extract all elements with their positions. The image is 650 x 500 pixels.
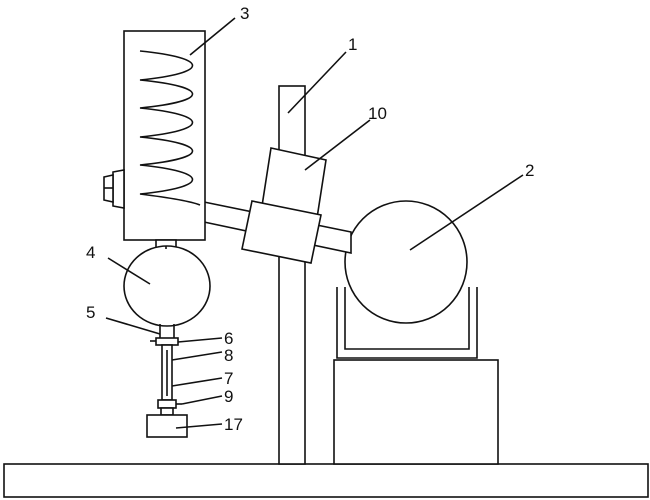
- label-flask-outlet: 5: [86, 303, 95, 322]
- clamp-block: [241, 200, 322, 264]
- leader-1: [287, 51, 347, 114]
- upper-valve: [155, 337, 179, 346]
- leader-17: [175, 423, 223, 429]
- leader-6: [177, 337, 223, 343]
- collection-vessel-neck: [160, 407, 174, 416]
- label-rotary-shaft: 1: [348, 35, 357, 54]
- bath-cradle-inner: [344, 287, 470, 350]
- label-drain-tube-upper: 8: [224, 346, 233, 365]
- label-motor-housing: 10: [368, 104, 387, 123]
- label-condenser: 3: [240, 4, 249, 23]
- leader-7: [171, 377, 223, 387]
- condenser-side-port: [112, 169, 125, 209]
- condenser-body: [123, 30, 206, 241]
- condenser-coil: [139, 50, 201, 206]
- leader-3: [189, 17, 236, 56]
- leader-8: [171, 351, 223, 361]
- label-valve-lower: 9: [224, 387, 233, 406]
- receiving-flask: [123, 245, 211, 327]
- label-evaporating-flask: 2: [525, 161, 534, 180]
- heating-bath-stand: [333, 359, 499, 465]
- evaporating-flask: [344, 200, 468, 324]
- leader-4: [107, 257, 151, 285]
- support-column: [278, 85, 306, 465]
- label-valve-upper: 6: [224, 329, 233, 348]
- lower-valve: [157, 399, 177, 409]
- label-receiving-flask: 4: [86, 243, 95, 262]
- leader-10: [304, 119, 371, 171]
- base-plate: [3, 463, 649, 498]
- label-drain-tube-lower: 7: [224, 369, 233, 388]
- bath-cradle-outer: [336, 287, 478, 359]
- leader-2: [409, 174, 524, 251]
- leader-5: [105, 317, 161, 335]
- flask-outlet-neck: [159, 324, 175, 338]
- collection-vessel: [146, 414, 188, 438]
- leader-9: [181, 395, 223, 405]
- label-collection-vessel: 17: [224, 415, 243, 434]
